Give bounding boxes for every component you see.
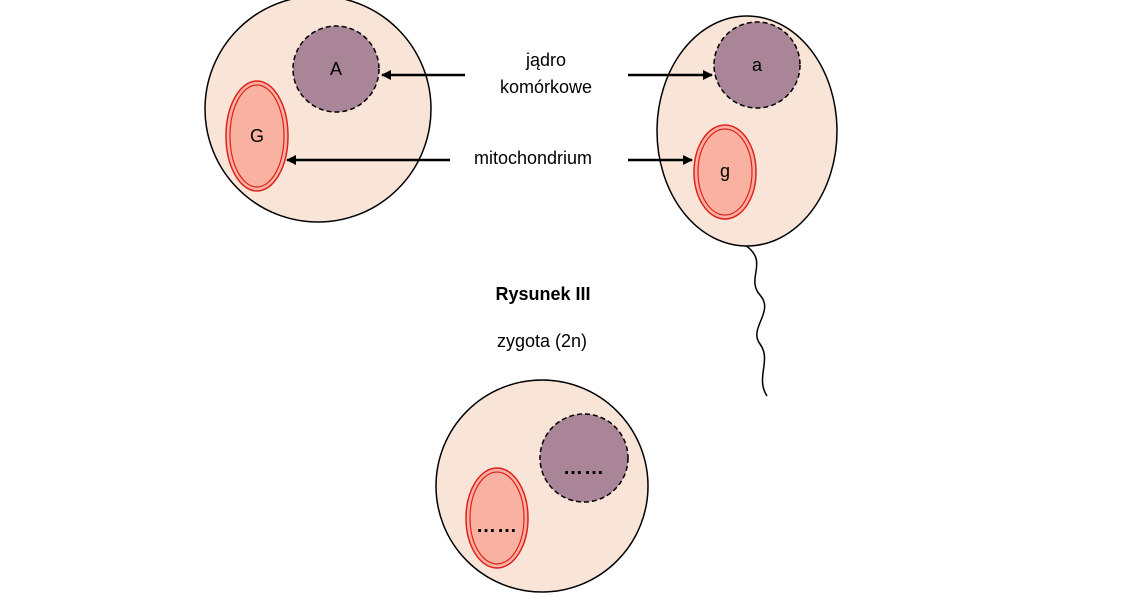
sperm-mitochondrion: g — [693, 124, 757, 220]
nucleus-label-line1: jądro — [525, 50, 566, 70]
sperm-nucleus-allele: a — [752, 55, 763, 75]
zygote-nucleus-blank: …… — [563, 457, 605, 479]
egg-mitochondrion-allele: G — [250, 126, 264, 146]
zygote-nucleus: …… — [539, 413, 629, 503]
nucleus-label-line2: komórkowe — [500, 77, 592, 97]
sperm-nucleus: a — [713, 21, 801, 109]
egg-nucleus: A — [292, 25, 380, 113]
zygote-caption: zygota (2n) — [497, 331, 587, 351]
zygote-mitochondrion: …… — [465, 467, 529, 569]
sperm-mitochondrion-allele: g — [720, 161, 730, 181]
zygote-mitochondrion-blank: …… — [476, 515, 518, 537]
sperm-tail — [744, 244, 768, 397]
sperm-cell: a g — [656, 15, 838, 397]
egg-cell: A G — [204, 0, 432, 223]
egg-nucleus-allele: A — [330, 59, 342, 79]
figure-title: Rysunek III — [495, 284, 590, 304]
egg-mitochondrion: G — [225, 80, 289, 192]
mitochondrion-label: mitochondrium — [474, 148, 592, 168]
zygote-cell: …… …… — [435, 379, 649, 593]
